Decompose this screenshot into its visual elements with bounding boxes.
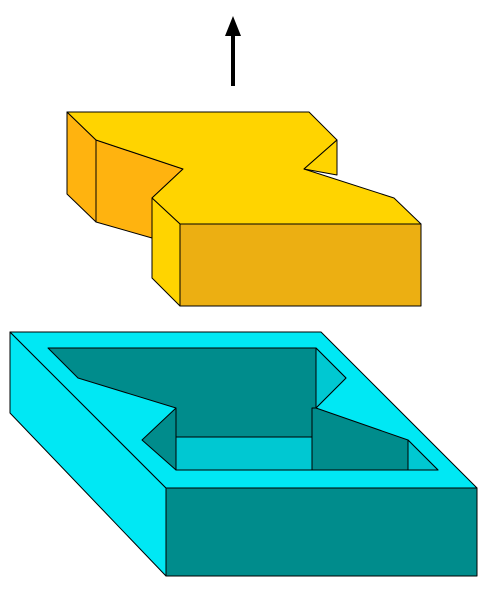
cavity-step-edge bbox=[175, 407, 316, 438]
cavity-right-wall-upper bbox=[315, 347, 347, 409]
puzzle-piece bbox=[66, 111, 422, 307]
cavity-inner-wall bbox=[175, 436, 313, 471]
piece-front-face bbox=[179, 223, 422, 307]
lift-arrow bbox=[225, 16, 241, 86]
cavity-right-wall-lower bbox=[407, 439, 439, 471]
tray bbox=[9, 331, 478, 577]
tray-front-face bbox=[165, 487, 478, 577]
piece-right-stub-face bbox=[303, 139, 338, 176]
arrow-head bbox=[225, 16, 241, 36]
